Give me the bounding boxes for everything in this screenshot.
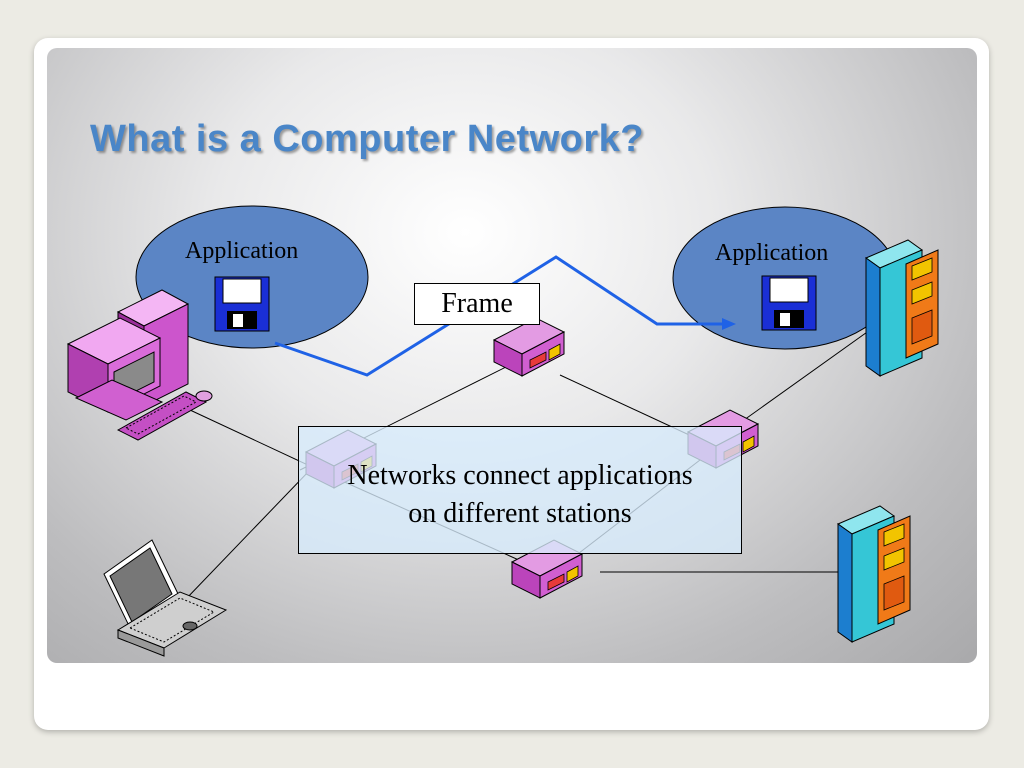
caption-line-1: Networks connect applications [347,460,693,491]
server-icon [837,505,911,643]
slide-title: What is a Computer Network? [90,118,644,160]
left-application-label: Application [185,238,299,264]
floppy-disk-icon [214,276,270,332]
frame-path [274,255,725,377]
caption-line-2: on different stations [408,498,632,529]
frame-label: Frame [441,288,513,319]
frame-path-arrow-icon [722,318,736,330]
right-application-label: Application [715,240,829,266]
frame-label-box: Frame [414,283,540,325]
desktop-computer-icon [66,289,213,441]
router-icon [493,317,565,377]
caption-box: Networks connect applications on differe… [298,426,742,554]
server-icon [865,239,939,377]
floppy-disk-icon [761,275,817,331]
laptop-icon [103,539,228,657]
